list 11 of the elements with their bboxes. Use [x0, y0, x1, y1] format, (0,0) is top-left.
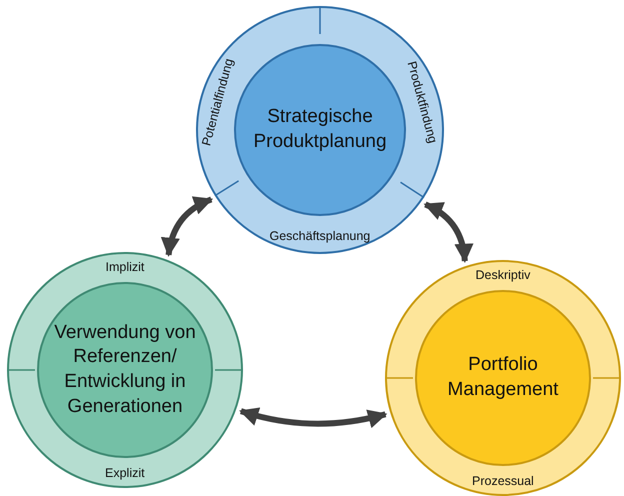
circle-node: Verwendung von Referenzen/ Entwicklung in Generationen	[37, 282, 213, 458]
segment-label: Deskriptiv	[476, 268, 530, 281]
double-arrow	[239, 406, 388, 428]
double-arrow	[162, 196, 214, 257]
circle-node: Strategische Produktplanung	[234, 44, 406, 216]
segment-label: Prozessual	[472, 474, 534, 487]
segment-label: Geschäftsplanung	[270, 230, 370, 242]
segment-label: Implizit	[106, 260, 144, 273]
double-arrow	[424, 202, 473, 263]
segment-label: Explizit	[105, 466, 145, 479]
circle-node: Portfolio Management	[415, 290, 591, 466]
